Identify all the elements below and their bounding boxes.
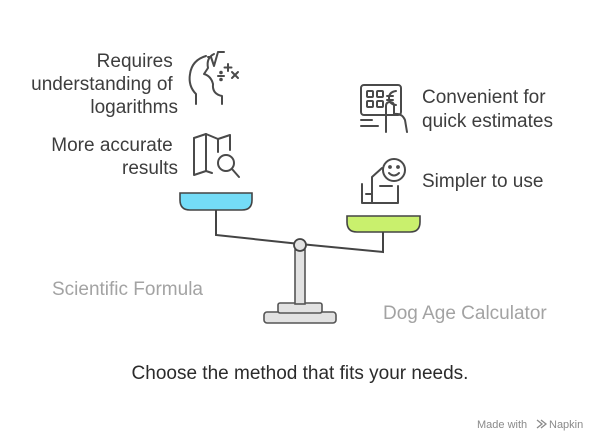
right-point-1: Convenient for quick estimates (422, 87, 553, 132)
left-point-1: Requires understanding of logarithms (31, 51, 178, 118)
head-math-icon (188, 51, 239, 105)
right-pan (346, 215, 421, 233)
right-point-2: Simpler to use (422, 171, 543, 192)
made-with-badge: Made with Napkin (477, 419, 583, 431)
svg-text:Made with: Made with (477, 419, 527, 431)
right-option-label: Dog Age Calculator (383, 303, 547, 324)
scale-beam (215, 210, 384, 254)
napkin-logo-icon (536, 419, 548, 429)
caption: Choose the method that fits your needs. (132, 363, 469, 384)
calculator-hand-icon (360, 84, 408, 133)
left-point-2: More accurate results (51, 135, 178, 179)
svg-text:Napkin: Napkin (549, 419, 583, 431)
left-pan (179, 192, 253, 211)
left-option-label: Scientific Formula (52, 279, 203, 300)
happy-person-desk-icon (361, 158, 406, 204)
scale-stand (263, 249, 337, 324)
map-search-icon (193, 133, 240, 178)
